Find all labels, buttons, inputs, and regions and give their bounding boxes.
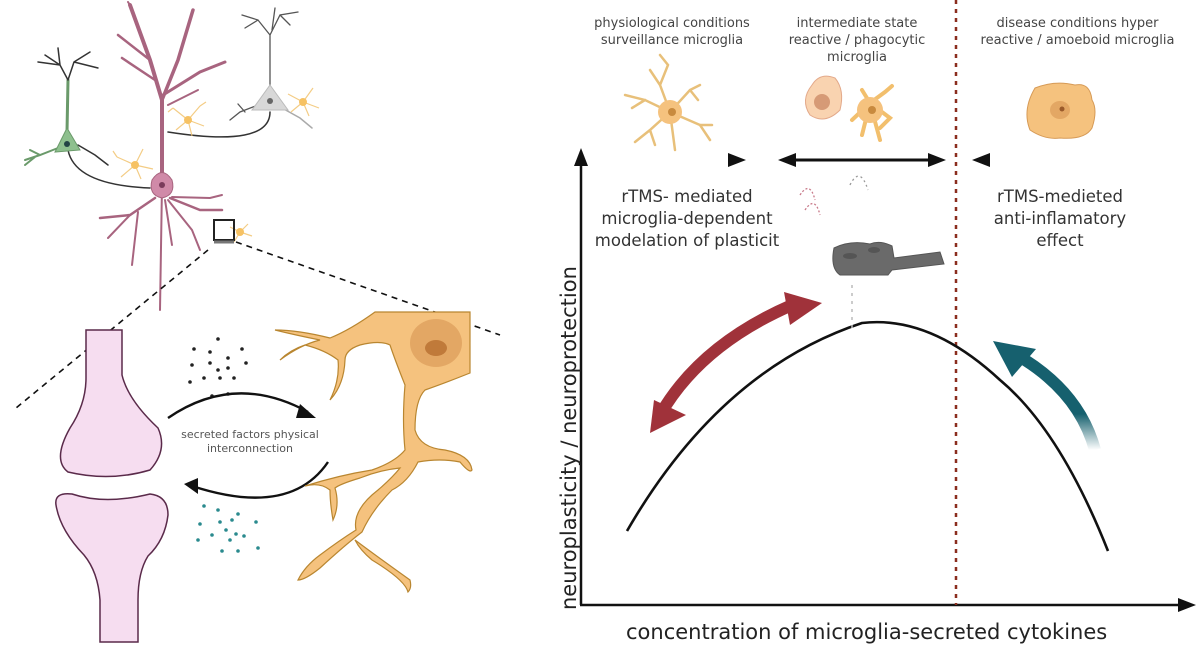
green-neuron-soma bbox=[54, 126, 81, 153]
red-double-arrow bbox=[650, 292, 822, 433]
zoom-box bbox=[213, 219, 235, 241]
state-label-physiological: physiological conditions surveillance mi… bbox=[594, 16, 750, 48]
interaction-label: secreted factors physical interconnectio… bbox=[181, 428, 319, 455]
arrow-right-head-2 bbox=[928, 153, 946, 167]
arrow-left-head-2 bbox=[972, 153, 990, 167]
y-axis-arrowhead bbox=[574, 148, 588, 166]
synapse bbox=[55, 329, 169, 643]
zoom-line-left bbox=[15, 249, 209, 409]
gray-neuron bbox=[167, 7, 313, 138]
network-microglia bbox=[112, 87, 320, 243]
interaction-arrows bbox=[167, 392, 329, 499]
postsynaptic-terminal bbox=[55, 492, 169, 643]
x-axis-arrowhead bbox=[1178, 598, 1196, 612]
arrow-right-head bbox=[728, 153, 746, 167]
arrow-left-head bbox=[778, 153, 796, 167]
secreted-factors-teal bbox=[196, 504, 260, 553]
teal-arrow bbox=[993, 341, 1101, 452]
pink-neuron bbox=[98, 1, 227, 311]
presynaptic-terminal bbox=[59, 329, 163, 478]
chart-axes bbox=[574, 148, 1196, 612]
gray-neuron-soma bbox=[251, 84, 289, 111]
large-microglia bbox=[274, 311, 473, 594]
y-axis-label: neuroplasticity / neuroprotection bbox=[557, 266, 581, 610]
arrow-to-microglia bbox=[167, 392, 309, 419]
neuroplasticity-curve bbox=[625, 320, 1110, 552]
x-axis-label: concentration of microglia-secreted cyto… bbox=[626, 620, 1108, 644]
state-arrows bbox=[607, 153, 1165, 167]
green-neuron bbox=[24, 47, 151, 189]
surveillance-microglia bbox=[623, 53, 714, 152]
amoeboid-microglia bbox=[1026, 82, 1096, 139]
arrow-to-neuron bbox=[191, 461, 329, 499]
coil-body bbox=[832, 241, 945, 276]
rtms-coil bbox=[799, 175, 945, 330]
state-label-disease: disease conditions hyper reactive / amoe… bbox=[980, 16, 1175, 48]
effect-label-anti-inflammatory: rTMS-medieted anti-inflamatory effect bbox=[993, 187, 1127, 250]
secreted-factors-dark bbox=[188, 337, 248, 398]
effect-label-plasticity: rTMS- mediated microglia-dependent model… bbox=[594, 187, 780, 250]
state-label-intermediate: intermediate state reactive / phagocytic… bbox=[788, 16, 926, 65]
phagocytic-microglia bbox=[805, 75, 894, 142]
